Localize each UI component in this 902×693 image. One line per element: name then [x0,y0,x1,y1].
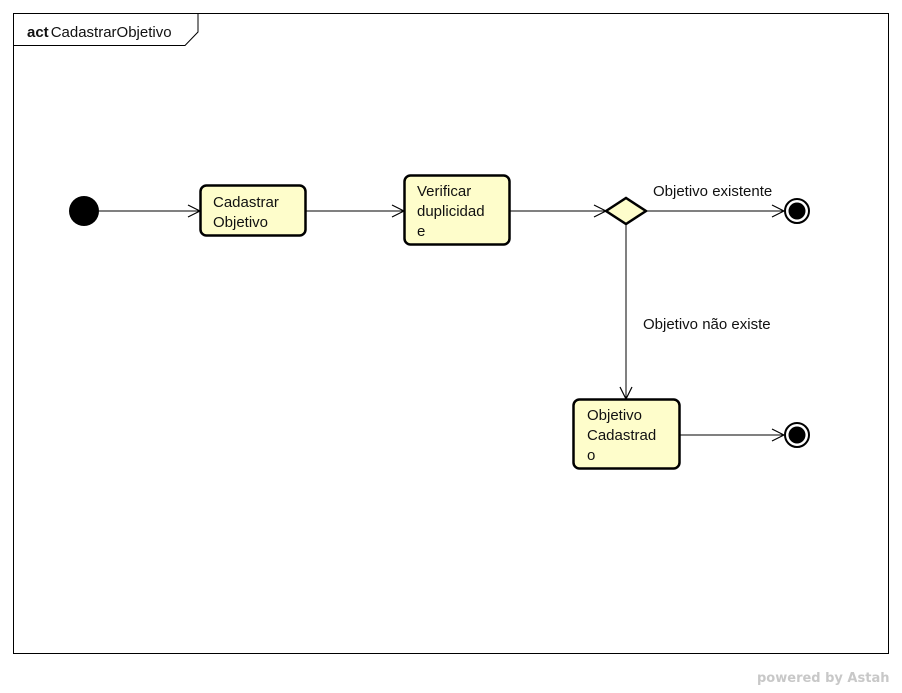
initial-node[interactable] [69,196,99,226]
astah-watermark: powered by Astah [757,671,890,686]
final-node-existente[interactable] [784,198,810,224]
diagram-frame [13,13,889,654]
action-label-line: Cadastrad [587,427,656,444]
frame-name: CadastrarObjetivo [51,24,172,41]
frame-tab [13,13,199,46]
action-label-line: Verificar [417,183,471,200]
frame-keyword: act [27,24,49,41]
action-label-line: Objetivo [587,407,642,424]
svg-text:CadastrarObjetivo: CadastrarObjetivo [213,194,279,231]
action-label-line: Cadastrar [213,194,279,211]
action-label-line: duplicidad [417,203,485,220]
guard-objetivo-existente: Objetivo existente [653,183,772,200]
action-label-line: e [417,223,425,240]
action-label-line: o [587,447,595,464]
action-label-line: Objetivo [213,214,268,231]
action-verificar-duplicidade[interactable]: Verificar duplicidad e [403,174,511,246]
guard-objetivo-nao-existe: Objetivo não existe [643,316,771,333]
final-node-cadastrado[interactable] [784,422,810,448]
decision-node[interactable] [603,196,649,226]
